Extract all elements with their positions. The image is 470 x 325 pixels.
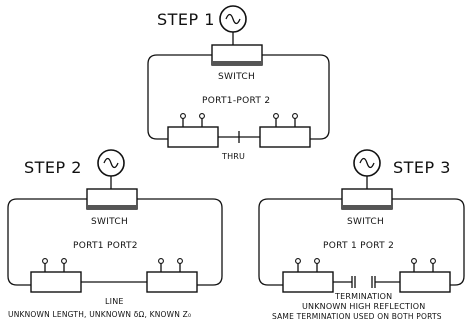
step3-termination-marks (333, 276, 400, 288)
step2-switch-label: SWITCH (91, 217, 128, 227)
step2-switch-box (86, 188, 138, 210)
step3-panel: STEP 3 SWITCH PORT 1 PORT 2 (258, 149, 465, 321)
step3-termination-label: TERMINATION (334, 292, 392, 301)
step1-switch-box (211, 44, 263, 66)
step2-signal-source-icon (97, 149, 125, 189)
step3-title: STEP 3 (393, 158, 451, 177)
step3-cable-loop (258, 198, 465, 286)
step2-cable-loop (7, 198, 223, 286)
step1-port1-box (167, 113, 219, 148)
step3-switch-label: SWITCH (347, 217, 384, 227)
step2-title: STEP 2 (24, 158, 82, 177)
step1-port-label: PORT1-PORT 2 (202, 96, 270, 106)
step2-caption: UNKNOWN LENGTH, UNKNOWN δΩ, KNOWN Z₀ (8, 310, 191, 319)
step2-port1-box (30, 258, 82, 293)
step1-signal-source-icon (219, 5, 247, 45)
step1-port2-box (259, 113, 311, 148)
step3-port1-box (282, 258, 334, 293)
step2-panel: STEP 2 SWITCH PORT1 PORT2 LINE UNKNOWN L… (7, 149, 223, 319)
step1-panel: STEP 1 SWITCH PORT1-PORT 2 THRU (147, 5, 330, 161)
step1-cable-loop (147, 54, 330, 140)
step2-port2-box (146, 258, 198, 293)
step1-thru-label: THRU (221, 152, 245, 161)
step3-caption-line2: SAME TERMINATION USED ON BOTH PORTS (272, 312, 442, 321)
step2-port-label: PORT1 PORT2 (73, 241, 138, 251)
step1-switch-label: SWITCH (218, 72, 255, 82)
step3-port2-box (399, 258, 451, 293)
step3-port-label: PORT 1 PORT 2 (323, 241, 394, 251)
step1-title: STEP 1 (157, 10, 215, 29)
step3-caption-line1: UNKNOWN HIGH REFLECTION (302, 302, 425, 311)
step3-signal-source-icon (353, 149, 381, 189)
step3-switch-box (341, 188, 393, 210)
step2-line-label: LINE (105, 297, 124, 306)
